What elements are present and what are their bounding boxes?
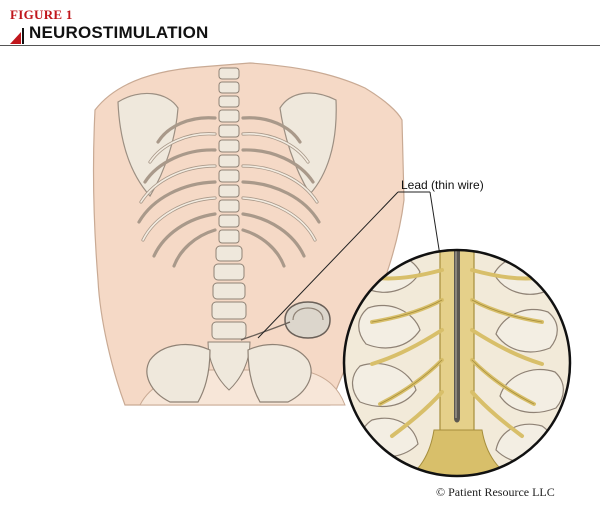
spine — [207, 67, 251, 391]
figure-marker-icon — [10, 28, 24, 44]
figure-number: FIGURE 1 — [10, 7, 73, 22]
figure-title: NEUROSTIMULATION — [29, 23, 209, 42]
magnified-inset — [342, 248, 572, 478]
pulse-generator — [240, 301, 331, 341]
lead-callout-label: Lead (thin wire) — [401, 178, 484, 192]
neurostimulation-illustration — [92, 62, 572, 478]
header-rule — [0, 45, 600, 46]
pelvis — [146, 343, 312, 403]
rib-cage-inner — [140, 133, 318, 241]
copyright-notice: © Patient Resource LLC — [436, 485, 555, 499]
scapulae — [117, 92, 337, 198]
figure-header: FIGURE 1 NEUROSTIMULATION — [0, 0, 600, 50]
